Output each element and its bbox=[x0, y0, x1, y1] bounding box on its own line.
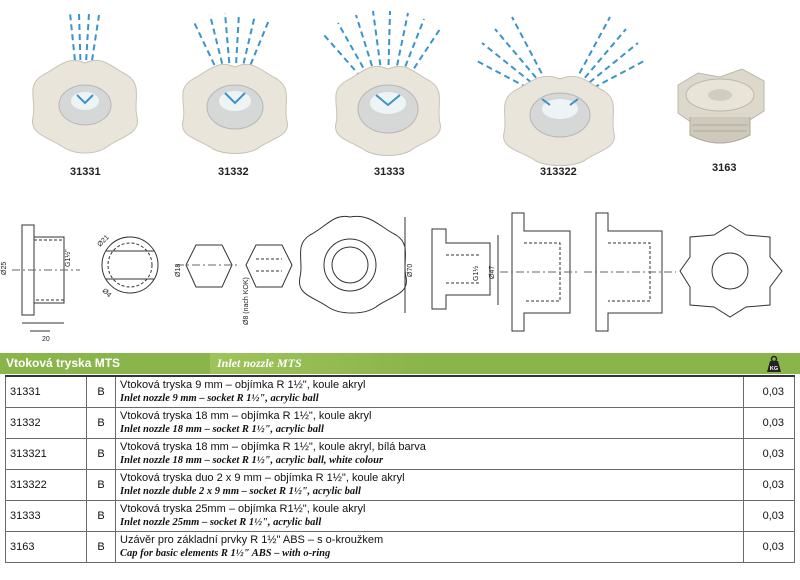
technical-drawings: Ø25 G1½" Ø21 Ø4 20 Ø18 Ø8 (nach KOK) Ø70… bbox=[1, 212, 783, 343]
product-code: 313322 bbox=[5, 469, 87, 501]
dim-label: 20 bbox=[42, 336, 50, 343]
product-code: 31331 bbox=[5, 375, 87, 408]
product-category: B bbox=[86, 531, 116, 563]
dim-label: Ø8 (nach KOK) bbox=[243, 277, 250, 325]
product-code: 31332 bbox=[5, 407, 87, 439]
product-description: Vtoková tryska 18 mm – objímka R 1½", ko… bbox=[115, 438, 744, 470]
dim-label: G1½ bbox=[472, 266, 480, 281]
product-photos: 31331 31332 31333 bbox=[0, 0, 800, 190]
product-code: 3163 bbox=[5, 531, 87, 563]
description-en: Inlet nozzle duble 2 x 9 mm – socket R 1… bbox=[120, 486, 361, 497]
description-cz: Vtoková tryska duo 2 x 9 mm – objímka R … bbox=[120, 472, 405, 484]
description-en: Inlet nozzle 9 mm – socket R 1½", acryli… bbox=[120, 393, 319, 404]
product-description: Uzávěr pro základní prvky R 1½" ABS – s … bbox=[115, 531, 744, 563]
product-category: B bbox=[86, 438, 116, 470]
dim-label: G1½" bbox=[64, 249, 72, 267]
description-cz: Vtoková tryska 25mm – objímka R1½", koul… bbox=[120, 503, 366, 515]
description-cz: Vtoková tryska 9 mm – objímka R 1½", kou… bbox=[120, 379, 366, 391]
nozzle-photo-31332 bbox=[182, 12, 288, 154]
description-en: Inlet nozzle 25mm – socket R 1½", acryli… bbox=[120, 517, 322, 528]
product-weight: 0,03 bbox=[743, 407, 795, 439]
description-en: Cap for basic elements R 1½" ABS – with … bbox=[120, 548, 331, 559]
product-code-label: 31333 bbox=[374, 166, 405, 178]
product-weight: 0,03 bbox=[743, 531, 795, 563]
section-title-cz: Vtoková tryska MTS bbox=[6, 356, 121, 370]
description-cz: Uzávěr pro základní prvky R 1½" ABS – s … bbox=[120, 534, 384, 546]
description-cz: Vtoková tryska 18 mm – objímka R 1½", ko… bbox=[120, 441, 426, 453]
product-code: 31333 bbox=[5, 500, 87, 532]
dim-label: Ø25 bbox=[1, 262, 8, 275]
product-code-label: 3163 bbox=[712, 162, 737, 174]
nozzle-photo-31331 bbox=[32, 12, 138, 154]
product-category: B bbox=[86, 375, 116, 408]
description-en: Inlet nozzle 18 mm – socket R 1½", acryl… bbox=[120, 424, 324, 435]
dim-label: Ø4 bbox=[101, 287, 113, 299]
product-weight: 0,03 bbox=[743, 438, 795, 470]
description-cz: Vtoková tryska 18 mm – objímka R 1½", ko… bbox=[120, 410, 372, 422]
product-category: B bbox=[86, 500, 116, 532]
product-description: Vtoková tryska 18 mm – objímka R 1½", ko… bbox=[115, 407, 744, 439]
nozzle-photo-313322 bbox=[474, 16, 647, 166]
section-header: Vtoková tryska MTS Inlet nozzle MTS bbox=[0, 353, 800, 374]
product-code: 313321 bbox=[5, 438, 87, 470]
product-description: Vtoková tryska 25mm – objímka R1½", koul… bbox=[115, 500, 744, 532]
kg-weight-icon: KG bbox=[767, 355, 781, 372]
product-weight: 0,03 bbox=[743, 469, 795, 501]
kg-icon-label: KG bbox=[770, 366, 778, 372]
dim-label: Ø47 bbox=[489, 266, 496, 279]
product-weight: 0,03 bbox=[743, 500, 795, 532]
section-title-en: Inlet nozzle MTS bbox=[217, 356, 302, 370]
product-description: Vtoková tryska 9 mm – objímka R 1½", kou… bbox=[115, 375, 744, 408]
cap-photo-3163 bbox=[677, 68, 765, 144]
product-code-label: 31331 bbox=[70, 166, 101, 178]
dim-label: Ø70 bbox=[407, 264, 414, 277]
description-en: Inlet nozzle 18 mm – socket R 1½", acryl… bbox=[120, 455, 384, 466]
product-description: Vtoková tryska duo 2 x 9 mm – objímka R … bbox=[115, 469, 744, 501]
product-category: B bbox=[86, 407, 116, 439]
nozzle-photo-31333 bbox=[323, 10, 441, 156]
product-code-label: 31332 bbox=[218, 166, 249, 178]
product-weight: 0,03 bbox=[743, 375, 795, 408]
product-category: B bbox=[86, 469, 116, 501]
product-code-label: 313322 bbox=[540, 166, 577, 178]
dim-label: Ø18 bbox=[175, 264, 182, 277]
